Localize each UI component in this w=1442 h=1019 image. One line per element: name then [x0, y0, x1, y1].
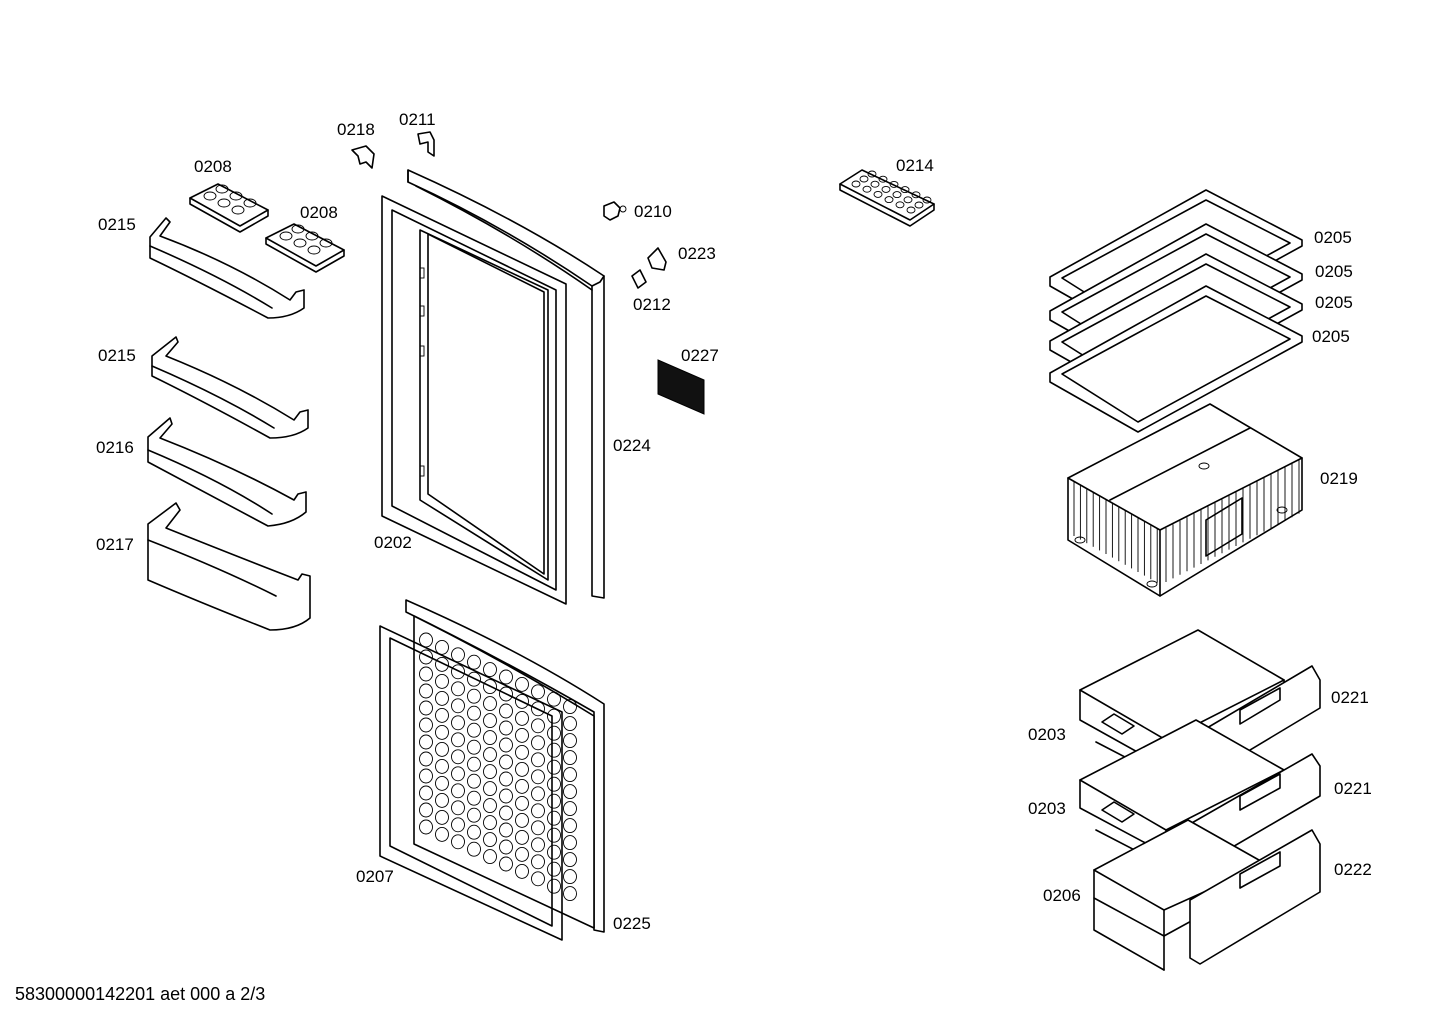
hinge-part-0223: [647, 247, 667, 271]
label-0205-3: 0205: [1315, 293, 1353, 312]
upper-door-gasket-0202: [381, 195, 567, 605]
label-0223: 0223: [678, 244, 716, 263]
label-0215-middle: 0215: [98, 346, 136, 365]
label-plate-0227: [657, 359, 705, 415]
label-0203-top: 0203: [1028, 725, 1066, 744]
label-0215-top: 0215: [98, 215, 136, 234]
door-shelf-0217: [147, 502, 311, 631]
egg-tray-0208-top: [189, 183, 269, 233]
label-0218: 0218: [337, 120, 375, 139]
lower-door-gasket-0207: [379, 625, 563, 941]
document-footer: 58300000142201 aet 000 a 2/3: [15, 984, 265, 1004]
label-0211: 0211: [399, 110, 436, 129]
hinge-clip-0218: [351, 145, 375, 169]
door-shelf-0215-top: [149, 217, 305, 319]
label-0210: 0210: [634, 202, 672, 221]
label-0216: 0216: [96, 438, 134, 457]
label-0217: 0217: [96, 535, 134, 554]
drawer-0206-bottom: [1093, 819, 1267, 971]
hinge-cover-0210: [603, 201, 627, 221]
label-0221-top: 0221: [1331, 688, 1369, 707]
label-0221-middle: 0221: [1334, 779, 1372, 798]
label-0208-bottom: 0208: [300, 203, 338, 222]
door-shelf-0216: [147, 417, 307, 527]
glass-shelves-0205: [1049, 189, 1303, 433]
label-0205-1: 0205: [1314, 228, 1352, 247]
label-0212: 0212: [633, 295, 671, 314]
label-0222: 0222: [1334, 860, 1372, 879]
freezer-compartment-0219: [1067, 403, 1303, 597]
hinge-clip-0211: [417, 131, 435, 157]
egg-tray-0208-bottom: [265, 223, 345, 273]
label-0203-middle: 0203: [1028, 799, 1066, 818]
label-0208-top: 0208: [194, 157, 232, 176]
lower-door-0225: [405, 599, 605, 933]
label-0224: 0224: [613, 436, 651, 455]
label-0206: 0206: [1043, 886, 1081, 905]
label-0214: 0214: [896, 156, 934, 175]
door-shelf-0215-middle: [151, 336, 309, 439]
label-0205-4: 0205: [1312, 327, 1350, 346]
drawer-front-0222: [1189, 829, 1321, 965]
ice-cube-tray-0214: [839, 169, 935, 227]
label-0227: 0227: [681, 346, 719, 365]
upper-door-0224: [407, 169, 605, 599]
lower-door-dimple-pattern: [419, 632, 577, 902]
label-0207: 0207: [356, 867, 394, 886]
hinge-part-0212: [631, 269, 647, 289]
label-0225: 0225: [613, 914, 651, 933]
label-0219: 0219: [1320, 469, 1358, 488]
label-0202: 0202: [374, 533, 412, 552]
label-0205-2: 0205: [1315, 262, 1353, 281]
